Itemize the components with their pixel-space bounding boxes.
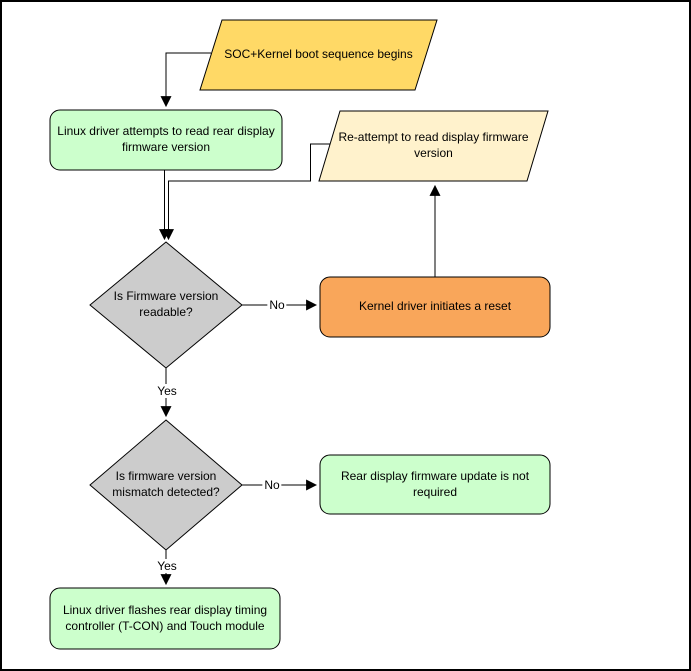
read-firmware-node — [49, 109, 283, 171]
arrow-start-to-read — [160, 52, 211, 108]
firmware-mismatch-decision — [89, 419, 243, 551]
reattempt-parallelogram — [318, 110, 549, 182]
firmware-readable-decision — [89, 241, 243, 369]
flash-tcon-node — [49, 587, 281, 650]
kernel-reset-node — [319, 276, 551, 338]
start-parallelogram — [199, 19, 438, 91]
update-not-required-node — [319, 454, 551, 515]
arrow-reattempt-to-readable — [163, 143, 331, 241]
